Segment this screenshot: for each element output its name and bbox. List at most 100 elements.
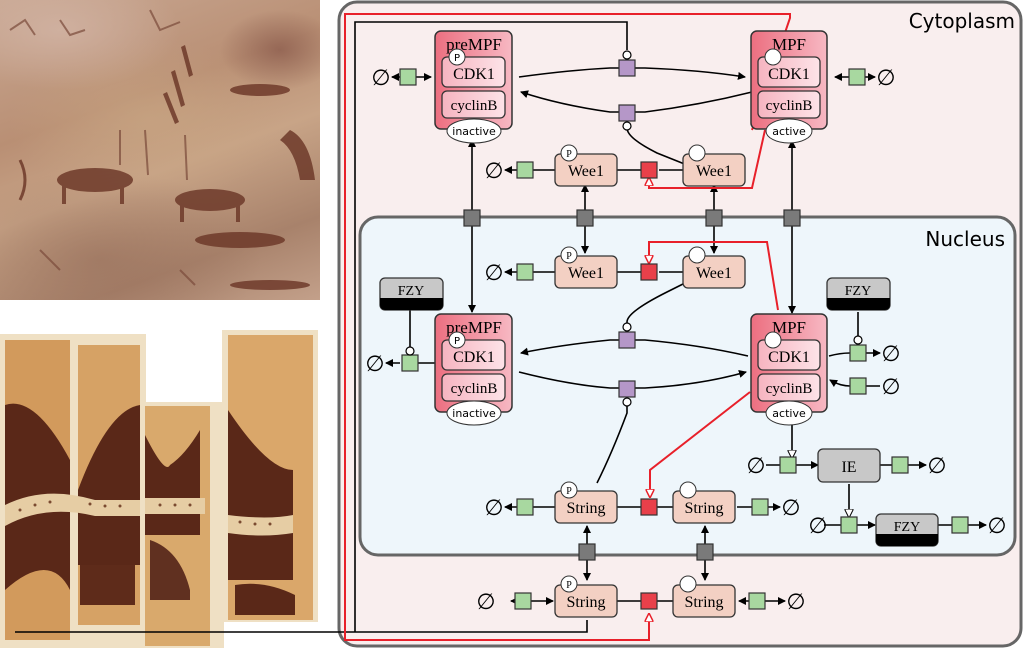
process-cyto-string-syndeg	[748, 592, 766, 610]
protein-cyto-string[interactable]: String	[672, 575, 736, 618]
nuc-cyclinb-synthesis	[830, 380, 880, 386]
process-fzy-deg	[951, 516, 969, 534]
process-nuc-wee1	[640, 263, 658, 281]
process-cyto-dephospho	[618, 59, 636, 77]
complex-cyto-premf[interactable]: preMPF CDK1 cyclinB P inactive	[434, 30, 513, 144]
process-cyto-wee1-deg	[516, 161, 534, 179]
subunit-label: CDK1	[453, 66, 495, 83]
transport-mpf	[783, 209, 801, 227]
protein-label: IE	[841, 459, 856, 476]
protein-nuc-string[interactable]: String	[672, 481, 736, 524]
protein-label: FZY	[845, 284, 871, 299]
process-ie-deg	[891, 456, 909, 474]
protein-label: Wee1	[568, 265, 604, 282]
protein-label: String	[566, 594, 605, 611]
degradation-symbol: ∅	[927, 453, 946, 478]
subunit-label: CDK1	[768, 349, 810, 366]
mpf-to-wee1-cyto-red-line	[649, 129, 766, 189]
string-to-mpf-activation-line	[15, 21, 628, 633]
state-label: active	[772, 125, 806, 138]
subunit-label: CDK1	[453, 349, 495, 366]
subunit-label: cyclinB	[766, 98, 813, 114]
cave-figures	[9, 9, 315, 290]
papyrus-image	[0, 320, 320, 648]
degradation-symbol: ∅	[781, 495, 800, 520]
transport-wee1	[705, 209, 723, 227]
process-cyto-mpf-syndeg	[848, 68, 866, 86]
gene-fzy-right[interactable]: FZY	[826, 277, 891, 311]
degradation-symbol: ∅	[484, 495, 503, 520]
degradation-symbol: ∅	[786, 589, 805, 614]
protein-label: FZY	[398, 284, 424, 299]
process-nuc-wee1-deg	[516, 263, 534, 281]
protein-nuc-wee1[interactable]: Wee1	[682, 246, 746, 289]
process-nuc-phospho	[618, 331, 636, 349]
transport-wee1p	[576, 209, 594, 227]
process-nuc-mpf-deg	[849, 344, 867, 362]
nuc-string-activate-line	[596, 398, 628, 484]
process-nuc-dephospho	[618, 380, 636, 398]
process-cyto-wee1	[640, 161, 658, 179]
subunit-label: cyclinB	[451, 98, 498, 114]
complex-title: MPF	[772, 35, 806, 54]
catalysis-circle	[853, 335, 863, 345]
protein-label: String	[684, 594, 723, 611]
state-label: inactive	[452, 125, 496, 138]
cytoplasm-label: Cytoplasm	[909, 9, 1015, 33]
subunit-label: cyclinB	[766, 381, 813, 397]
protein-cyto-string-p[interactable]: String P	[554, 575, 618, 618]
catalysis-circle	[622, 50, 632, 60]
degradation-symbol: ∅	[476, 589, 495, 614]
cave-painting-image	[0, 0, 320, 300]
degradation-symbol: ∅	[987, 513, 1006, 538]
process-nuc-string-deg	[751, 498, 769, 516]
phospho-label: P	[566, 486, 572, 497]
subunit-label: CDK1	[768, 66, 810, 83]
protein-cyto-wee1-p[interactable]: Wee1 P	[554, 144, 618, 187]
phospho-site	[448, 331, 466, 349]
subunit-label: cyclinB	[451, 381, 498, 397]
process-cyto-stringp-syndeg	[514, 592, 532, 610]
nuc-dephospho-line	[518, 370, 747, 389]
phospho-label: P	[566, 580, 572, 591]
complex-cyto-mpf[interactable]: MPF CDK1 cyclinB active	[750, 30, 828, 144]
protein-nuc-wee1-p[interactable]: Wee1 P	[554, 246, 618, 289]
nuc-phospho-line	[520, 339, 749, 357]
degradation-symbol: ∅	[484, 260, 503, 285]
catalysis-circle	[405, 346, 415, 356]
unphospho-site	[764, 331, 782, 349]
protein-ie[interactable]: IE	[817, 448, 881, 483]
process-cyto-premf-syndeg	[399, 68, 417, 86]
catalysis-circle	[622, 322, 632, 332]
phospho-label: P	[566, 251, 572, 262]
gene-fzy-bottom[interactable]: FZY	[875, 513, 939, 547]
process-nuc-string	[640, 498, 658, 516]
degradation-symbol: ∅	[881, 341, 900, 366]
complex-nuc-mpf[interactable]: MPF CDK1 cyclinB active	[750, 313, 828, 426]
cyto-phospho-line	[520, 90, 753, 113]
protein-label: Wee1	[696, 163, 732, 180]
protein-nuc-string-p[interactable]: String P	[554, 481, 618, 524]
degradation-symbol: ∅	[371, 65, 390, 90]
protein-cyto-wee1[interactable]: Wee1	[682, 144, 746, 187]
protein-label: String	[566, 500, 605, 517]
phospho-site	[448, 48, 466, 66]
degradation-symbol: ∅	[881, 374, 900, 399]
mpf-to-string-red-line	[344, 13, 791, 641]
degradation-symbol: ∅	[876, 65, 895, 90]
gene-fzy-left[interactable]: FZY	[379, 277, 444, 311]
phospho-label: P	[454, 336, 460, 347]
transport-string	[696, 543, 714, 561]
complex-nuc-premf[interactable]: preMPF CDK1 cyclinB P inactive	[434, 313, 513, 426]
state-label: active	[772, 407, 806, 420]
transport-stringp	[578, 543, 596, 561]
process-nuc-cyclinb-syn	[849, 377, 867, 395]
process-nuc-stringp-deg	[516, 498, 534, 516]
catalysis-circle	[622, 397, 632, 407]
degradation-symbol: ∅	[484, 158, 503, 183]
state-label: inactive	[452, 407, 496, 420]
process-fzy-syn	[840, 516, 858, 534]
mpf-to-wee1-nuc-red-line	[649, 241, 779, 311]
complex-title: MPF	[772, 318, 806, 337]
